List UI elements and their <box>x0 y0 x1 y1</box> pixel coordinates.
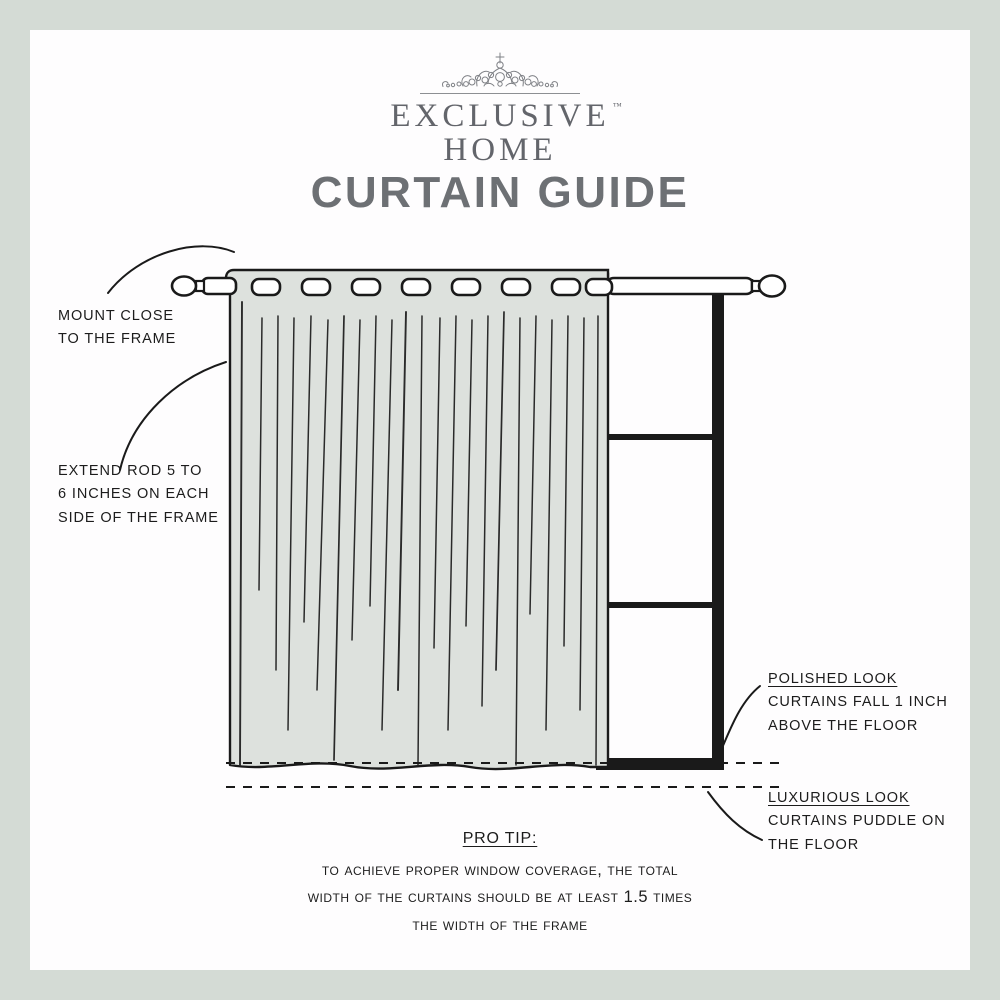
curtain-fold-lines <box>239 301 599 766</box>
pro-tip-heading: PRO TIP: <box>462 830 538 847</box>
brand-name-line2: HOME <box>443 131 557 168</box>
curtain-grommet-icon <box>550 277 582 297</box>
annotation-mount-line-1: MOUNT CLOSE <box>58 308 174 324</box>
page-title: CURTAIN GUIDE <box>310 168 690 217</box>
pro-tip-line-3: the width of the frame <box>412 915 588 934</box>
pro-tip-line-1: To achieve proper window coverage, the t… <box>321 861 679 879</box>
brand-divider-rule <box>420 93 580 94</box>
curtain-panel <box>224 268 610 771</box>
curtain-header-band <box>224 268 610 279</box>
curtain-fabric <box>228 271 610 771</box>
annotation-polished-line-1: CURTAINS FALL 1 INCH <box>768 694 948 711</box>
annotation-mount-line-2: TO THE FRAME <box>58 331 177 348</box>
curtain-grommet-icon <box>250 277 282 297</box>
curtain-diagram <box>107 245 787 841</box>
curtain-grommet-icon <box>400 277 432 297</box>
annotation-luxurious-heading: LUXURIOUS LOOK <box>768 790 910 806</box>
curtain-grommets <box>250 277 614 297</box>
annotation-luxurious-line-1: CURTAINS PUDDLE ON <box>768 813 946 830</box>
leader-arc-extend-icon <box>119 361 227 471</box>
window-frame-three-pane-icon <box>596 283 724 770</box>
annotation-extend-rod: EXTEND ROD 5 TO 6 INCHES ON EACH SIDE OF… <box>58 460 219 530</box>
annotation-polished-heading: POLISHED LOOK <box>768 671 898 687</box>
rod-finial-left-icon <box>170 275 238 297</box>
annotation-extend-line-3: SIDE OF THE FRAME <box>58 509 219 526</box>
annotation-extend-line-1: EXTEND ROD 5 TO <box>58 463 203 479</box>
pro-tip-body: To achieve proper window coverage, the t… <box>30 857 970 939</box>
brand-name-line1: EXCLUSIVE <box>390 98 610 134</box>
leader-arc-polished-icon <box>721 685 761 749</box>
pro-tip-line-2: width of the curtains should be at least… <box>307 888 693 907</box>
ornate-crown-filigree-icon <box>442 52 558 88</box>
trademark-symbol: ™ <box>612 101 622 111</box>
rod-finial-right-icon <box>750 274 787 298</box>
curtain-grommet-icon <box>584 277 614 297</box>
pro-tip-block: PRO TIP: To achieve proper window covera… <box>30 830 970 939</box>
annotation-luxurious-look: LUXURIOUS LOOK CURTAINS PUDDLE ON THE FL… <box>768 787 946 857</box>
curtain-grommet-icon <box>450 277 482 297</box>
annotation-polished-line-2: ABOVE THE FLOOR <box>768 717 919 734</box>
curtain-grommet-icon <box>350 277 382 297</box>
curtain-grommet-icon <box>300 277 332 297</box>
curtain-grommet-icon <box>500 277 532 297</box>
leader-arc-mount-icon <box>107 245 235 294</box>
annotation-extend-line-2: 6 INCHES ON EACH <box>58 486 210 503</box>
annotation-mount-close: MOUNT CLOSE TO THE FRAME <box>58 305 176 352</box>
leader-arc-luxurious-icon <box>707 791 763 841</box>
annotation-luxurious-line-2: THE FLOOR <box>768 836 860 853</box>
annotation-polished-look: POLISHED LOOK CURTAINS FALL 1 INCH ABOVE… <box>768 668 948 738</box>
